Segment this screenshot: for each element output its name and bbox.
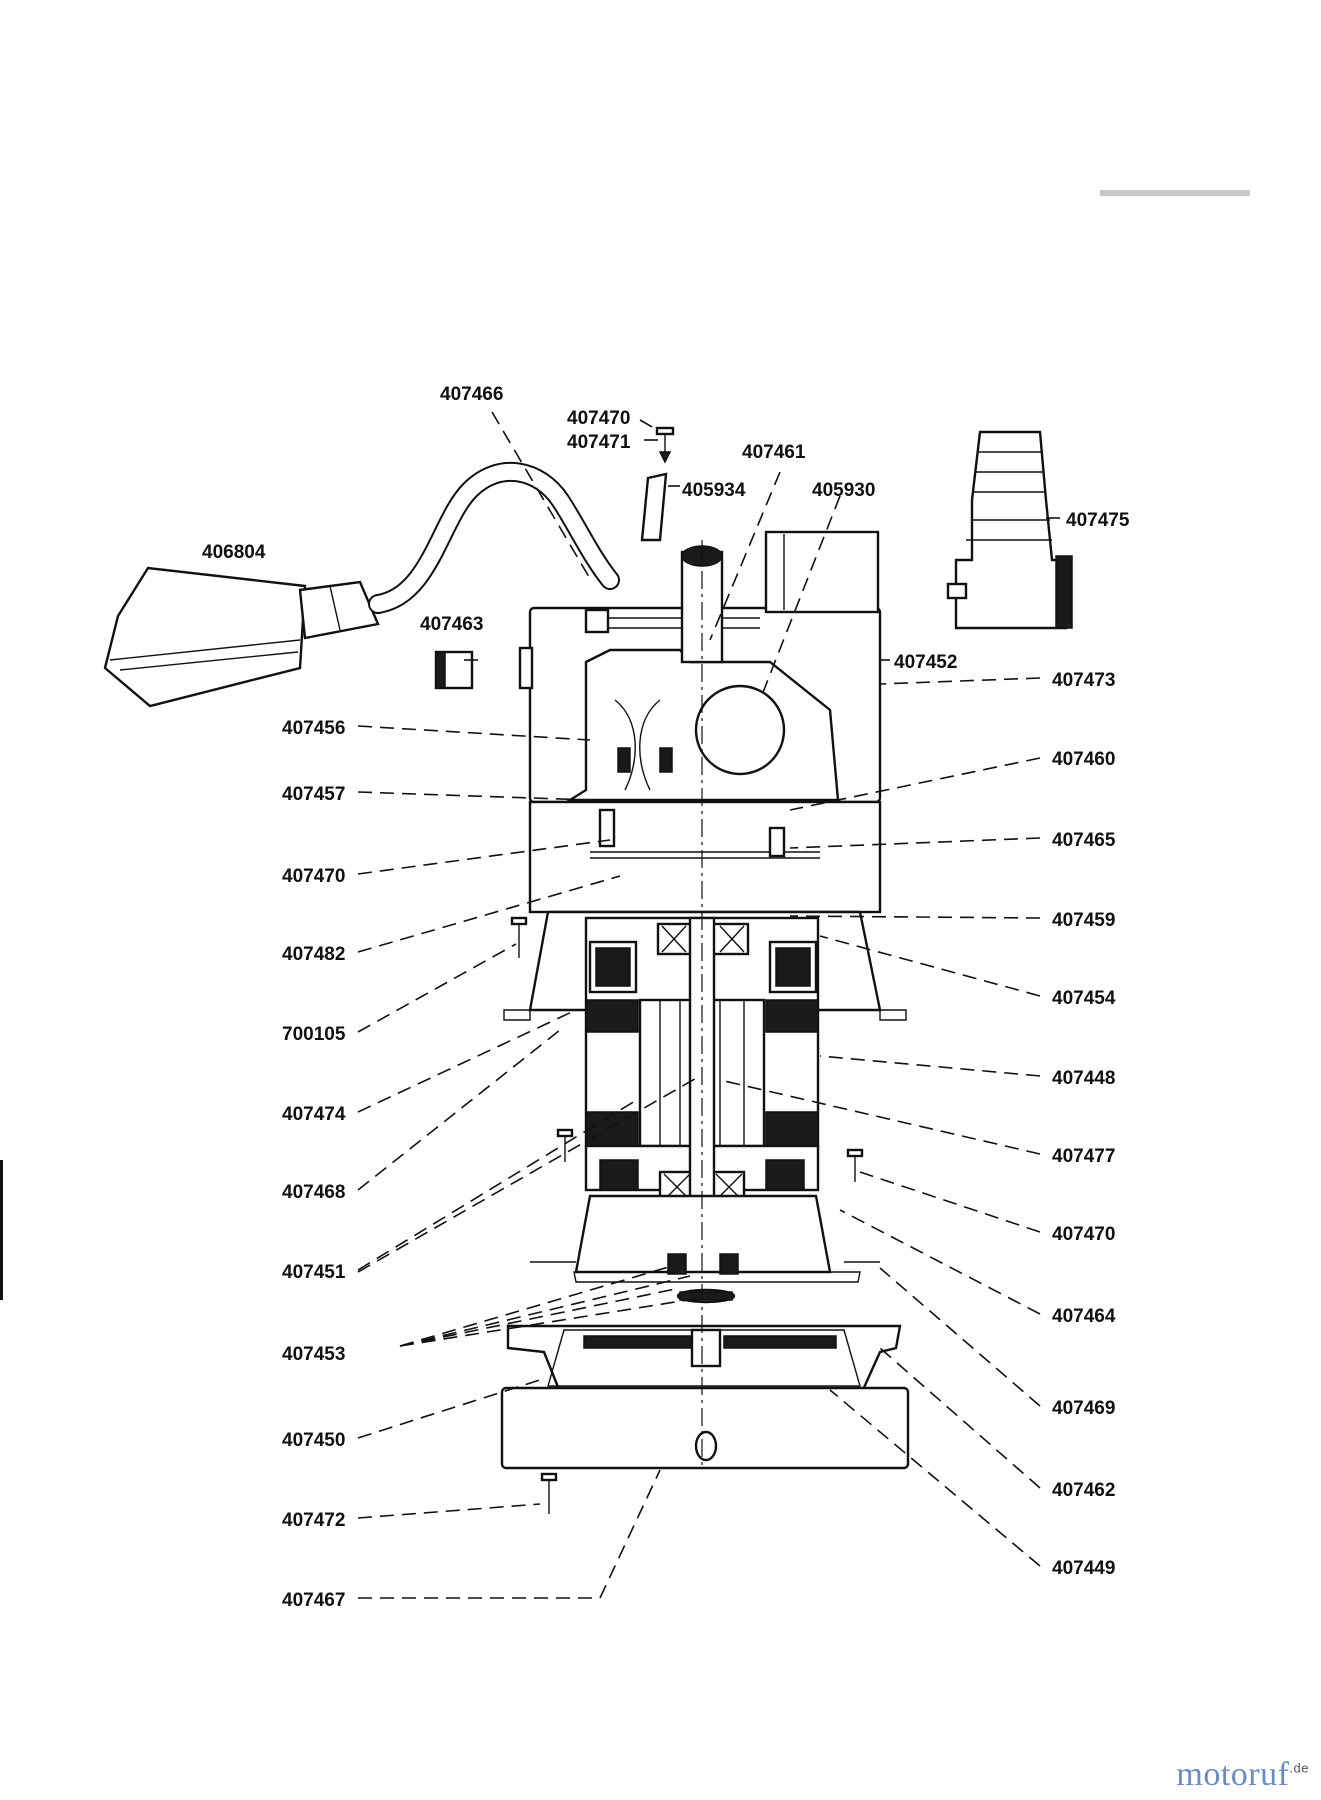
label-407469: 407469: [1052, 1398, 1115, 1419]
label-407456: 407456: [282, 718, 345, 739]
label-407477: 407477: [1052, 1146, 1115, 1167]
screw-top: [655, 426, 675, 464]
label-407448: 407448: [1052, 1068, 1115, 1089]
label-407465: 407465: [1052, 830, 1116, 851]
brand-name: motoruf: [1176, 1756, 1290, 1793]
screw-right-motor: [846, 1148, 864, 1182]
label-407459: 407459: [1052, 910, 1115, 931]
cable-sleeve: [434, 650, 474, 690]
label-407457: 407457: [282, 784, 345, 805]
label-407462: 407462: [1052, 1480, 1115, 1501]
clip-405934: [640, 472, 668, 542]
scan-mark: [1100, 190, 1250, 196]
label-407471: 407471: [567, 432, 631, 453]
float-switch: [103, 566, 380, 708]
screw-700105: [510, 916, 528, 958]
label-407450: 407450: [282, 1430, 345, 1451]
brand-watermark: motoruf.de: [1176, 1756, 1309, 1794]
label-407466: 407466: [440, 384, 503, 405]
label-407470-low: 407470: [1052, 1224, 1115, 1245]
label-407452: 407452: [894, 652, 957, 673]
label-407467: 407467: [282, 1590, 345, 1611]
brand-suffix: .de: [1289, 1760, 1309, 1776]
label-407470-top: 407470: [567, 408, 630, 429]
label-700105: 700105: [282, 1024, 346, 1045]
label-407463: 407463: [420, 614, 483, 635]
label-407475: 407475: [1066, 510, 1130, 531]
label-407454: 407454: [1052, 988, 1116, 1009]
screw-407472: [540, 1472, 558, 1514]
motor-bottom-bracket: [530, 1194, 880, 1304]
part-labels: 407466 407470 407471 407461 405934 40593…: [202, 384, 1130, 1611]
label-407472: 407472: [282, 1510, 345, 1531]
label-406804: 406804: [202, 542, 266, 563]
float-cable: [368, 462, 620, 614]
scan-edge-mark: [0, 1160, 3, 1300]
label-407464: 407464: [1052, 1306, 1116, 1327]
leader-lines: [357, 411, 1060, 1599]
label-405930: 405930: [812, 480, 875, 501]
pump-base: [500, 1386, 910, 1470]
label-407470-mid: 407470: [282, 866, 345, 887]
label-407482: 407482: [282, 944, 345, 965]
label-407461: 407461: [742, 442, 806, 463]
label-407453: 407453: [282, 1344, 345, 1365]
pump-upper-housing: [518, 530, 882, 804]
label-405934: 405934: [682, 480, 746, 501]
label-407473: 407473: [1052, 670, 1115, 691]
label-407468: 407468: [282, 1182, 345, 1203]
screw-left-motor: [556, 1128, 574, 1162]
label-407474: 407474: [282, 1104, 346, 1125]
label-407449: 407449: [1052, 1558, 1115, 1579]
label-407460: 407460: [1052, 749, 1115, 770]
hose-connector: [946, 430, 1073, 630]
label-407451: 407451: [282, 1262, 346, 1283]
